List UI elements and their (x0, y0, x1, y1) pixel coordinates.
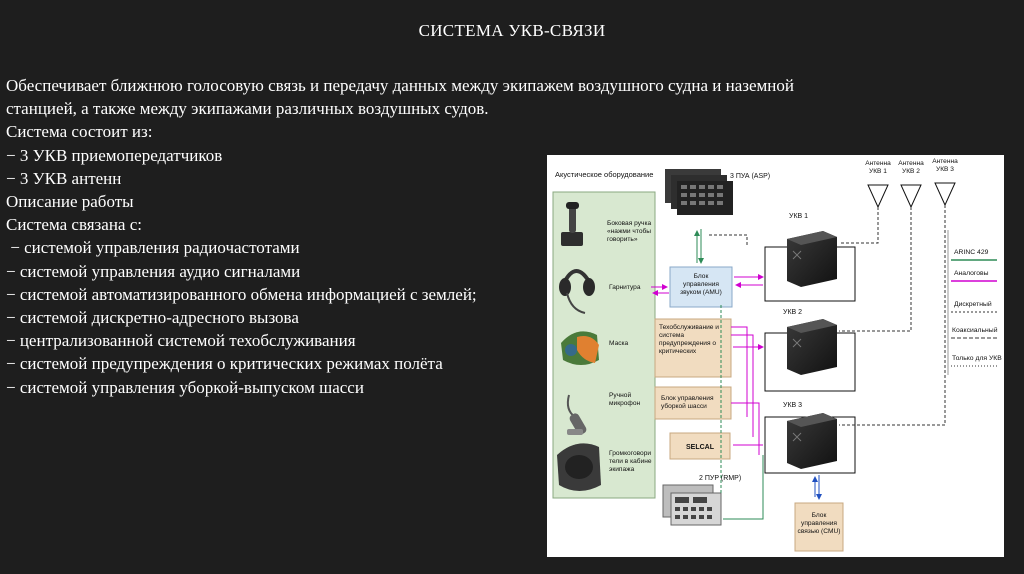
headset-icon (559, 269, 595, 314)
selcal-box (669, 432, 731, 460)
asp-panels-icon (665, 169, 733, 215)
body-line: Обеспечивает ближнюю голосовую связь и п… (6, 76, 794, 95)
legend-label: Аналоговы (954, 270, 989, 277)
body-line: − системой автоматизированного обмена ин… (6, 284, 477, 304)
body-line: − системой управления радиочастотами (6, 238, 300, 258)
vhf-label: УКВ 3 (783, 402, 802, 409)
maintenance-box (654, 318, 732, 378)
body-line: Система связана с: (6, 215, 142, 235)
body-line: − системой дискретно-адресного вызова (6, 308, 299, 328)
body-line: Система состоит из: (6, 122, 153, 142)
body-line: − системой управления аудио сигналами (6, 261, 301, 281)
device-label: говорить» (607, 236, 638, 243)
rmp-panels-icon (662, 484, 722, 526)
vhf1-transceiver-icon (787, 231, 837, 287)
signal-lines (651, 229, 822, 520)
device-label: Маска (609, 340, 629, 347)
body-line: − системой управления уборкой-выпуском ш… (6, 377, 364, 397)
vhf-label: УКВ 1 (789, 213, 808, 220)
slide-title: СИСТЕМА УКВ-СВЯЗИ (418, 21, 606, 40)
selcal-label: SELCAL (686, 444, 715, 451)
body-line: станцией, а также между экипажами различ… (6, 99, 489, 119)
device-label: тели в кабине (609, 457, 652, 465)
device-label: Боковая ручка (607, 220, 651, 227)
antenna-icon (900, 184, 922, 209)
legend-label: Коаксиальный (952, 326, 998, 334)
device-label: микрофон (609, 400, 641, 407)
device-label: Громкоговори (609, 450, 651, 457)
device-label: Ручной (609, 391, 631, 399)
rmp-label: 2 ПУР (RMP) (699, 475, 741, 482)
oxygen-mask-icon (561, 331, 599, 365)
antenna-icon (934, 182, 956, 207)
slide-body: Обеспечивает ближнюю голосовую связь и п… (6, 74, 906, 399)
antenna-cables (839, 205, 946, 426)
amu-box (669, 266, 733, 308)
device-label: «нажми чтобы (607, 227, 651, 235)
legend-label: ARINC 429 (954, 249, 989, 256)
body-line: − 3 УКВ антенн (6, 168, 122, 188)
vhf-label: УКВ 2 (783, 309, 802, 316)
gear-control-box (654, 386, 732, 420)
antenna-icon (867, 184, 889, 209)
body-line: − 3 УКВ приемопередатчиков (6, 145, 223, 165)
cmu-box (794, 502, 844, 552)
legend-label: Дискретный (954, 300, 992, 308)
asp-label: 3 ПУА (ASP) (730, 173, 770, 180)
body-line: Описание работы (6, 192, 134, 212)
vhf2-transceiver-icon (787, 319, 837, 375)
body-line: − системой предупреждения о критических … (6, 354, 443, 374)
device-label: экипажа (609, 466, 635, 473)
loudspeaker-icon (557, 443, 601, 491)
device-label: Гарнитура (609, 284, 641, 291)
body-line: − централизованной системой техобслужива… (6, 331, 356, 351)
legend: ARINC 429 Аналоговы Дискретный Коаксиаль… (947, 230, 1002, 375)
acoustic-title: Акустическое оборудование (555, 170, 653, 179)
side-stick-icon (561, 202, 583, 246)
vhf3-transceiver-icon (787, 413, 837, 469)
legend-label: Только для УКВ (952, 355, 1002, 362)
vhf-system-diagram: Акустическое оборудование Боковая ручка«… (547, 155, 1004, 557)
hand-microphone-icon (566, 394, 587, 435)
